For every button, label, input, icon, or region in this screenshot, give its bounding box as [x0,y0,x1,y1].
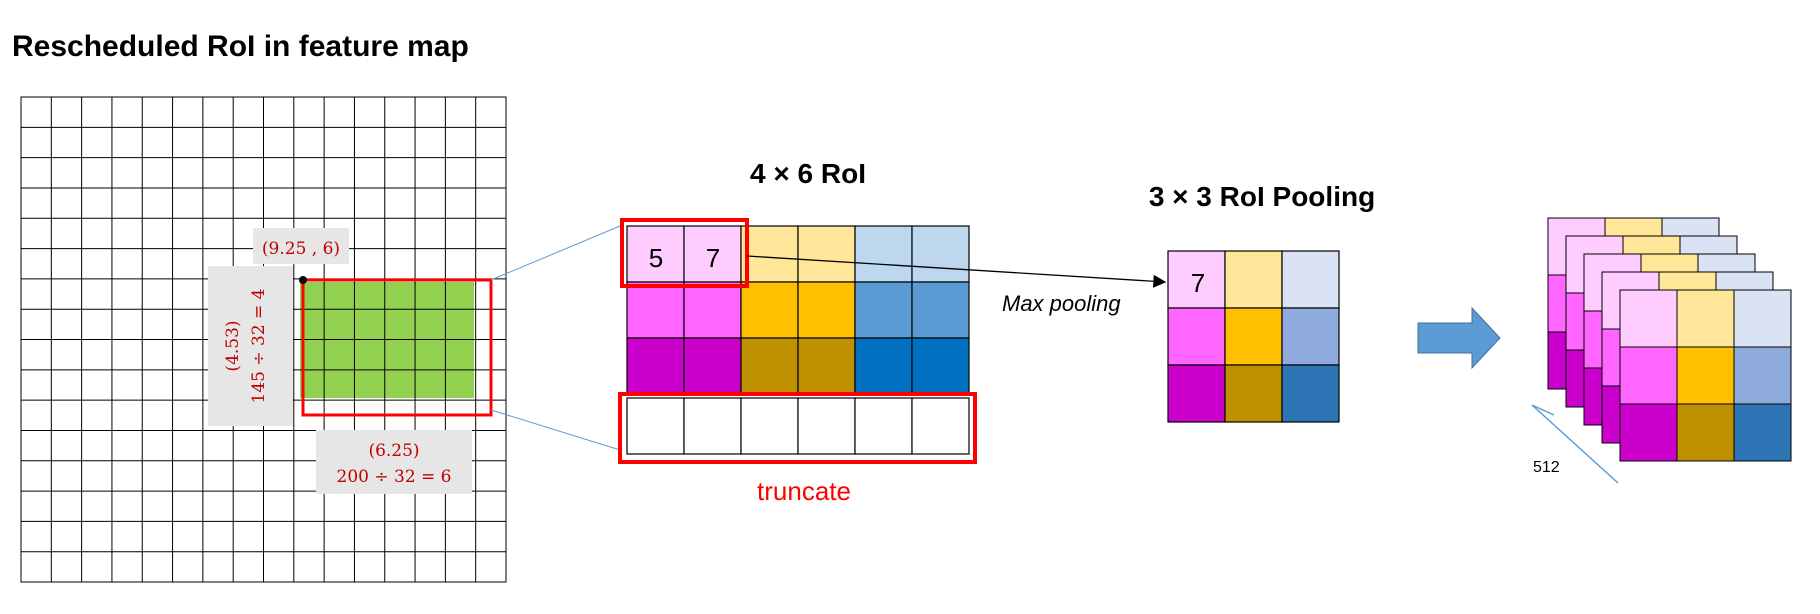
depth-label: 512 [1533,459,1560,476]
roi-boundary [301,278,493,417]
roi-cell [740,397,799,455]
roi-region-gridlines [300,282,474,398]
stack-cell [1619,403,1678,462]
pooled-grid [1167,250,1340,423]
roi-cell [740,281,799,339]
roi-cell [911,281,970,339]
stack-cell [1619,289,1678,348]
truncate-highlight [618,392,977,464]
depth-line [1531,404,1619,484]
width-calc-label-a: (6.25) [368,441,419,461]
roi-cell [626,337,685,395]
max-pooling-arrow [746,255,1167,288]
roi-top-left-point [299,276,307,284]
pooled-cell [1167,307,1226,366]
roi-heading: 4 × 6 RoI [750,158,866,189]
pooled-cell [1224,364,1283,423]
projection-line-bottom [490,409,621,451]
pooled-cell [1224,250,1283,309]
height-calc-box [208,266,293,426]
roi-cell [740,225,799,283]
roi-cell [854,225,913,283]
roi-cell [797,397,856,455]
pooled-cell [1224,307,1283,366]
stack-cell [1733,403,1792,462]
pooled-feature-stack [1547,217,1792,462]
width-calc-label-b: 200 ÷ 32 = 6 [337,467,452,487]
stack-cell [1676,289,1735,348]
roi-cell [797,225,856,283]
projection-line-top [490,225,621,281]
roi-cell [740,337,799,395]
roi-value-2: 7 [706,243,720,273]
roi-cell [683,281,742,339]
stack-cell [1619,346,1678,405]
height-calc-label-b: 145 ÷ 32 = 4 [249,289,269,404]
pooling-heading: 3 × 3 RoI Pooling [1149,181,1375,212]
top-left-coord-label: (9.25 , 6) [262,239,340,259]
roi-grid [626,225,970,455]
pooled-value: 7 [1191,268,1205,298]
roi-cell [683,337,742,395]
roi-cell [854,397,913,455]
roi-value-1: 5 [649,243,663,273]
roi-cell [911,225,970,283]
roi-cell [797,337,856,395]
pooled-cell [1167,250,1226,309]
top-left-coord-box [253,228,349,264]
roi-cell [911,397,970,455]
pool-window-highlight [620,218,749,288]
roi-cell [683,397,742,455]
right-arrow-icon [1417,306,1501,370]
max-pooling-label: Max pooling [1002,291,1121,316]
truncate-label: truncate [757,476,851,506]
roi-cell [854,281,913,339]
stack-cell [1733,289,1792,348]
depth-line-cap [1531,404,1555,416]
height-calc-label-a: (4.53) [223,320,243,371]
pooled-cell [1281,250,1340,309]
pooled-cell [1281,364,1340,423]
roi-cell [854,337,913,395]
pooled-cell [1281,307,1340,366]
stack-cell [1676,403,1735,462]
stack-cell [1733,346,1792,405]
roi-cell [626,397,685,455]
roi-cell [797,281,856,339]
width-calc-box [316,430,472,494]
roi-cell [911,337,970,395]
diagram-title: Rescheduled RoI in feature map [12,30,469,63]
roi-cell [626,281,685,339]
stack-cell [1676,346,1735,405]
pooled-cell [1167,364,1226,423]
